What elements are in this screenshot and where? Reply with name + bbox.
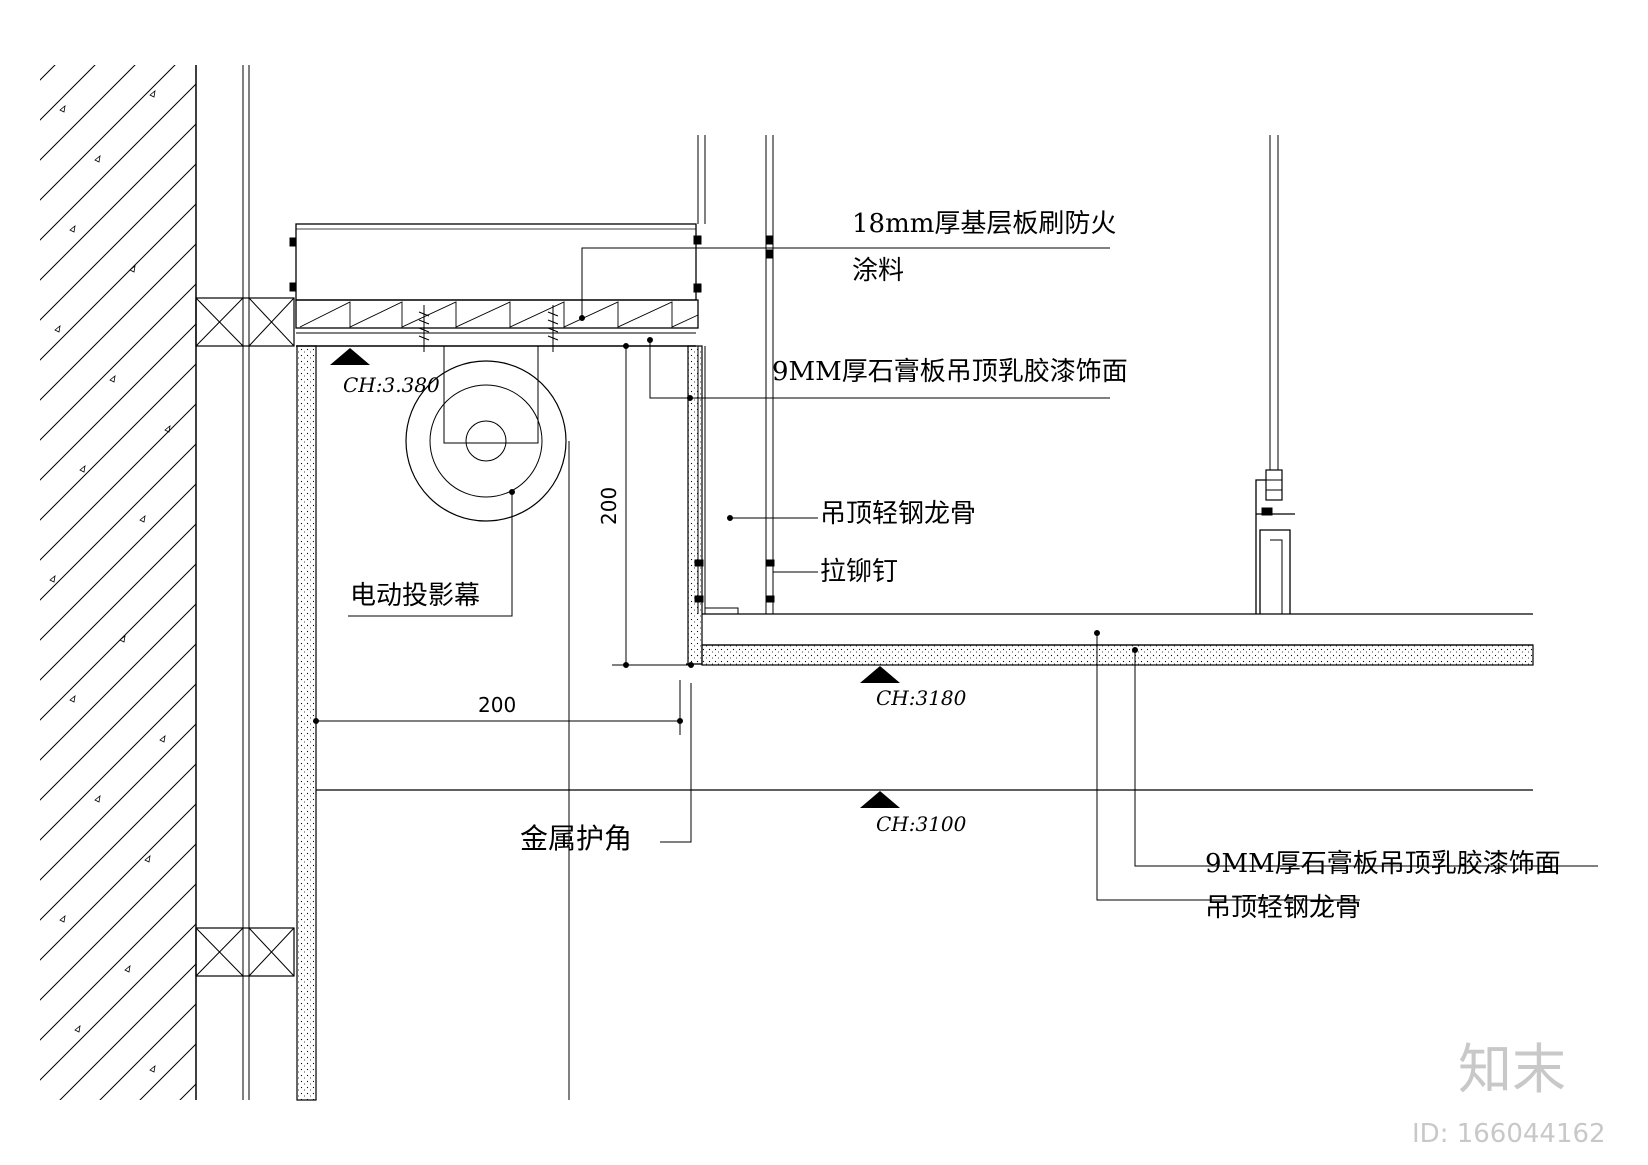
dimension-lines — [313, 343, 690, 735]
level-marker-3180 — [860, 666, 900, 683]
label-rivet: 拉铆钉 — [820, 557, 898, 587]
label-base-board-2: 涂料 — [852, 256, 904, 286]
level-marker-3100 — [860, 791, 900, 808]
label-screen: 电动投影幕 — [350, 581, 480, 611]
wall-finish-board — [296, 345, 317, 1101]
level-3380: CH:3.380 — [343, 373, 440, 397]
level-3180: CH:3180 — [876, 686, 967, 710]
level-3100: CH:3100 — [876, 812, 967, 836]
label-gypsum-bottom: 9MM厚石膏板吊顶乳胶漆饰面 — [1205, 849, 1561, 879]
dim-vertical-200: 200 — [597, 487, 621, 525]
wall-framing — [195, 65, 295, 1100]
leader-lines — [348, 247, 1598, 901]
concrete-wall — [40, 65, 197, 1100]
label-gypsum-top: 9MM厚石膏板吊顶乳胶漆饰面 — [772, 357, 1128, 387]
label-keel-bottom: 吊顶轻钢龙骨 — [1205, 893, 1361, 923]
projection-screen — [405, 346, 570, 1100]
hanger-assembly — [1255, 135, 1295, 614]
base-board-box — [289, 223, 774, 301]
label-base-board-1: 18mm厚基层板刷防火 — [852, 209, 1116, 239]
label-metal-corner: 金属护角 — [520, 822, 632, 855]
label-keel-top: 吊顶轻钢龙骨 — [820, 499, 976, 529]
ceiling-boards — [316, 613, 1534, 791]
watermark-id: ID: 166044162 — [1412, 1119, 1606, 1149]
pocket-walls — [687, 135, 775, 665]
timber-layer — [295, 299, 699, 352]
dim-horizontal-200: 200 — [478, 693, 516, 717]
level-marker-3380 — [330, 348, 370, 365]
watermark-logo: 知末 — [1458, 1038, 1566, 1101]
